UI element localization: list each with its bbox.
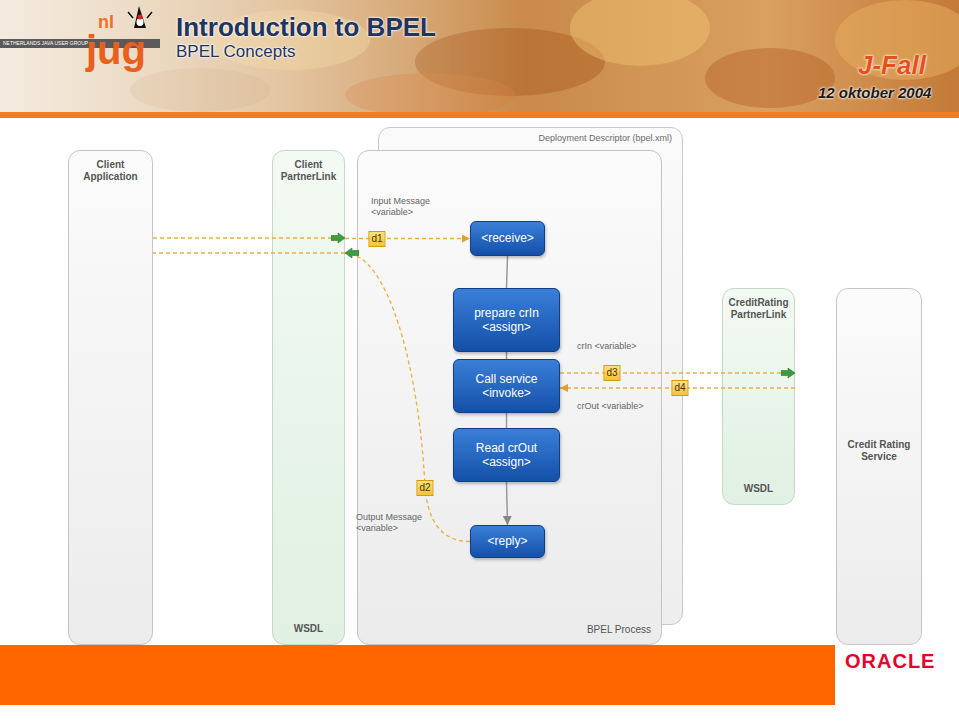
- activity-box: <reply>: [470, 525, 545, 558]
- node-label: Read crOut <assign>: [458, 441, 555, 470]
- data-callout: d2: [416, 480, 433, 496]
- sequence-line: [506, 413, 508, 428]
- node-label: prepare crIn <assign>: [458, 306, 555, 335]
- event-date: 12 oktober 2004: [818, 84, 931, 102]
- node-label: Client PartnerLink: [276, 159, 341, 183]
- node-label: BPEL Process: [587, 624, 651, 636]
- variable-label: Input Message <variable>: [371, 196, 443, 218]
- variable-label: crOut <variable>: [577, 401, 644, 412]
- data-callout: d1: [368, 231, 385, 247]
- header-rule: [0, 112, 959, 118]
- subtitle: BPEL Concepts: [176, 42, 295, 62]
- node-label: Client Application: [72, 159, 149, 183]
- activity-box: <receive>: [470, 221, 545, 256]
- service-lane: Credit Rating Service: [836, 288, 922, 645]
- sequence-line: [506, 352, 508, 359]
- bpel-process-box: BPEL Process <receive> prepare crIn <assig…: [357, 150, 662, 645]
- node-label: Call service <invoke>: [458, 372, 555, 401]
- data-callout: d4: [671, 380, 688, 396]
- partnerlink-lane: Client PartnerLinkWSDL: [272, 150, 345, 645]
- variable-label: Output Message <variable>: [356, 512, 430, 534]
- activity-box: prepare crIn <assign>: [453, 288, 560, 352]
- node-label: Credit Rating Service: [840, 439, 918, 463]
- activity-box: Call service <invoke>: [453, 359, 560, 413]
- oracle-logo: ORACLE: [845, 649, 935, 673]
- message-flow: [153, 252, 345, 253]
- sequence-line: [507, 482, 508, 525]
- activity-box: Read crOut <assign>: [453, 428, 560, 482]
- message-flow: [153, 237, 345, 238]
- message-flow: [560, 372, 795, 373]
- event-name: J-Fall: [858, 50, 926, 81]
- node-sublabel: WSDL: [744, 483, 773, 495]
- variable-label: crIn <variable>: [577, 341, 637, 352]
- footer-band: [0, 645, 835, 705]
- autumn-header: [0, 0, 959, 117]
- message-flow: [345, 253, 470, 542]
- application-lane: Client Application: [68, 150, 153, 645]
- node-label: CreditRating PartnerLink: [726, 297, 791, 321]
- sequence-line: [507, 256, 508, 288]
- slide-title: Introduction to BPEL: [176, 12, 436, 43]
- node-label: Deployment Descriptor (bpel.xml): [538, 133, 672, 144]
- node-label: <reply>: [487, 534, 527, 548]
- data-callout: d3: [603, 365, 620, 381]
- partnerlink-lane: CreditRating PartnerLinkWSDL: [722, 288, 795, 505]
- logo-tagline: NETHERLANDS JAVA USER GROUP: [3, 40, 88, 46]
- node-label: <receive>: [481, 231, 534, 245]
- node-sublabel: WSDL: [294, 623, 323, 635]
- logo-text: jug: [86, 30, 146, 70]
- message-flow: [345, 238, 470, 239]
